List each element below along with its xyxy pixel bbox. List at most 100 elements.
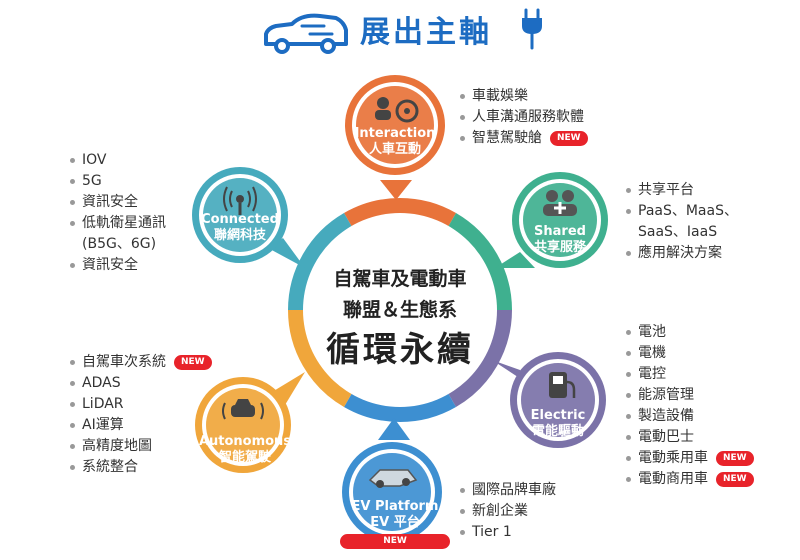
list-item-text: Tier 1 — [472, 524, 512, 540]
list-item: 電動商用車 NEW — [626, 469, 754, 490]
node-core — [523, 183, 597, 257]
list-item: IOV — [70, 150, 166, 171]
node-electric — [492, 352, 606, 448]
list-item: 5G — [70, 171, 166, 192]
node-zh-electric: 電能驅動 — [531, 424, 584, 439]
center-line-1: 自駕車及電動車 — [333, 268, 467, 290]
list-item-text: 國際品牌車廠 — [472, 482, 556, 498]
list-item-text: 車載娛樂 — [472, 88, 528, 104]
list-item: 系統整合 — [70, 457, 212, 478]
new-badge: NEW — [174, 355, 212, 370]
list-item: 製造設備 — [626, 406, 754, 427]
list-item-text: 共享平台 — [638, 182, 694, 198]
list-item: 資訊安全 — [70, 255, 166, 276]
node-autonomous — [195, 372, 305, 473]
list-item: 資訊安全 — [70, 192, 166, 213]
list-item: 電動巴士 — [626, 427, 754, 448]
node-zh-connected: 聯網科技 — [213, 228, 266, 243]
center-ring — [288, 198, 512, 422]
node-zh-shared: 共享服務 — [533, 240, 586, 255]
new-badge: NEW — [716, 451, 754, 466]
list-item-text: 電動巴士 — [638, 429, 694, 445]
node-label-shared: Shared 共享服務 — [510, 224, 610, 256]
list-item-text: 5G — [82, 173, 102, 189]
node-en-interaction: Interaction — [354, 126, 436, 141]
car-outline-icon — [264, 13, 348, 54]
people-car-icon — [375, 97, 419, 123]
node-en-shared: Shared — [534, 224, 586, 239]
list-item: Tier 1 — [460, 522, 556, 543]
node-en-autonomous: Autonomous — [198, 434, 292, 449]
car-signal-icon — [222, 399, 264, 420]
list-item-text: 人車溝通服務軟體 — [472, 109, 584, 125]
node-ev-platform — [342, 418, 442, 542]
list-item-text: IOV — [82, 152, 107, 168]
title-text: 展出主軸 — [360, 15, 492, 50]
node-label-electric: Electric 電能驅動 — [508, 408, 608, 440]
list-item-text: LiDAR — [82, 396, 124, 412]
node-zh-ev-platform: EV 平台 — [370, 515, 420, 530]
node-zh-autonomous: 智能駕駛 — [218, 450, 271, 465]
people-plus-icon — [543, 190, 577, 216]
list-autonomous: 自駕車次系統 NEW ADAS LiDAR AI運算高精度地圖系統整合 — [70, 352, 212, 478]
list-item: 低軌衛星通訊 — [70, 213, 166, 234]
list-item: 電控 — [626, 364, 754, 385]
node-connector — [495, 252, 535, 268]
ring-segment-shared — [445, 213, 512, 311]
list-item: 車載娛樂 — [460, 86, 588, 107]
node-zh-interaction: 人車互動 — [368, 142, 421, 157]
node-core — [521, 363, 595, 437]
list-item-text: 自駕車次系統 — [82, 354, 166, 370]
list-item-text: 製造設備 — [638, 408, 694, 424]
node-label-ev-platform: EV Platform EV 平台 NEW — [340, 499, 450, 549]
list-item-continuation: (B5G、6G) — [82, 236, 157, 252]
node-en-connected: Connected — [201, 212, 279, 227]
list-item-text: 電控 — [638, 366, 666, 382]
center-line-2: 聯盟＆生態系 — [342, 299, 457, 321]
ring-segment-connected — [288, 213, 355, 311]
list-item: 電機 — [626, 343, 754, 364]
list-item: 共享平台 — [626, 180, 738, 201]
node-connector — [380, 180, 412, 200]
list-item: 新創企業 — [460, 501, 556, 522]
topic-nodes — [192, 75, 608, 542]
node-label-interaction: Interaction 人車互動 — [340, 126, 450, 158]
new-badge: NEW — [550, 131, 588, 146]
list-item: 能源管理 — [626, 385, 754, 406]
list-item-continuation: SaaS、IaaS — [638, 224, 718, 240]
ring-segment-autonomous — [288, 309, 355, 407]
list-item-text: 電池 — [638, 324, 666, 340]
list-item-text: 資訊安全 — [82, 257, 138, 273]
list-item-text: 電機 — [638, 345, 666, 361]
ring-segment-electric — [445, 309, 512, 407]
new-badge: NEW — [716, 472, 754, 487]
list-item-text: 系統整合 — [82, 459, 138, 475]
page-title: 展出主軸 — [260, 4, 500, 54]
antenna-icon — [223, 186, 257, 215]
ring-segment-ev-platform — [344, 389, 456, 422]
list-item-text: 高精度地圖 — [82, 438, 152, 454]
list-item: PaaS、MaaS、 — [626, 201, 738, 222]
list-item: LiDAR — [70, 394, 212, 415]
node-label-connected: Connected 聯網科技 — [190, 212, 290, 244]
node-label-autonomous: Autonomous 智能駕駛 — [190, 434, 300, 466]
node-connected — [192, 167, 305, 268]
center-line-3: 循環永續 — [326, 330, 474, 370]
list-item-text: 新創企業 — [472, 503, 528, 519]
node-core — [353, 453, 431, 531]
node-connector — [378, 418, 410, 440]
list-item: ADAS — [70, 373, 212, 394]
list-item: 應用解決方案 — [626, 243, 738, 264]
list-item: AI運算 — [70, 415, 212, 436]
list-item: 高精度地圖 — [70, 436, 212, 457]
list-item-text: 電動商用車 — [638, 471, 708, 487]
ring-segment-interaction — [344, 198, 456, 231]
list-item: 國際品牌車廠 — [460, 480, 556, 501]
node-interaction — [345, 75, 445, 200]
node-connector — [268, 238, 305, 268]
list-item: 電池 — [626, 322, 754, 343]
